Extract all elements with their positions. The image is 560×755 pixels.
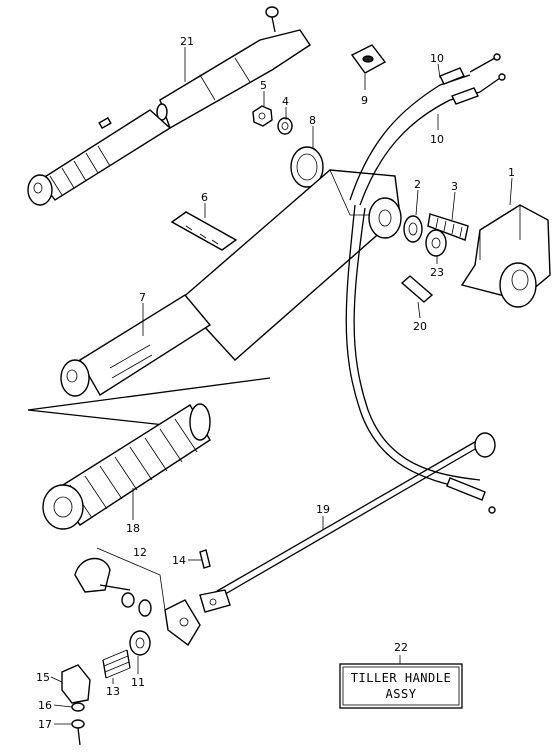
callout-21: 21 <box>180 35 194 48</box>
callout-4: 4 <box>282 95 289 108</box>
part-14-pin <box>199 549 211 569</box>
callout-3: 3 <box>451 180 458 193</box>
part-23-washer <box>425 229 447 257</box>
callout-14: 14 <box>172 554 186 567</box>
part-13-spring <box>102 649 131 679</box>
leader-lines <box>50 47 513 725</box>
callout-15: 15 <box>36 671 50 684</box>
part-6-plate <box>170 211 238 251</box>
callout-1: 1 <box>508 166 515 179</box>
callout-12: 12 <box>133 546 147 559</box>
part-8-washer-ring <box>290 146 324 188</box>
part-4-washer <box>277 117 293 135</box>
part-21-throttle-shaft <box>27 6 311 206</box>
callout-8: 8 <box>309 114 316 127</box>
part-7-tiller-arm <box>60 169 402 397</box>
part-17-screw <box>71 719 85 746</box>
callout-2: 2 <box>414 178 421 191</box>
part-10-cables <box>345 53 506 514</box>
part-5-nut <box>252 105 273 127</box>
callout-13: 13 <box>106 685 120 698</box>
part-20-pin <box>400 275 434 303</box>
part-1-cover <box>460 204 551 308</box>
callout-16: 16 <box>38 699 52 712</box>
callout-6: 6 <box>201 191 208 204</box>
part-3-screw <box>427 213 469 241</box>
part-2-bushing <box>403 215 423 243</box>
callout-9: 9 <box>361 94 368 107</box>
assembly-title-box: TILLER HANDLE ASSY <box>339 663 463 709</box>
callout-labels: 21 5 4 8 9 10 10 2 3 1 23 20 6 7 18 19 1… <box>36 35 515 731</box>
title-line-2: ASSY <box>386 687 417 701</box>
part-15-knob <box>61 664 91 704</box>
callout-11: 11 <box>131 676 145 689</box>
callout-17: 17 <box>38 718 52 731</box>
part-16-washer <box>71 702 85 712</box>
callout-7: 7 <box>139 291 146 304</box>
title-line-1: TILLER HANDLE <box>351 671 451 685</box>
callout-5: 5 <box>260 79 267 92</box>
part-18-throttle-grip <box>27 377 271 530</box>
part-12-friction-assembly <box>74 547 201 647</box>
callout-20: 20 <box>413 320 427 333</box>
part-19-link-rod <box>199 432 496 613</box>
callout-10-top: 10 <box>430 52 444 65</box>
callout-19: 19 <box>316 503 330 516</box>
callout-23: 23 <box>430 266 444 279</box>
callout-18: 18 <box>126 522 140 535</box>
callout-10-bottom: 10 <box>430 133 444 146</box>
part-9-grommet <box>350 44 387 74</box>
part-11-washer <box>129 630 151 656</box>
callout-22: 22 <box>394 641 408 654</box>
